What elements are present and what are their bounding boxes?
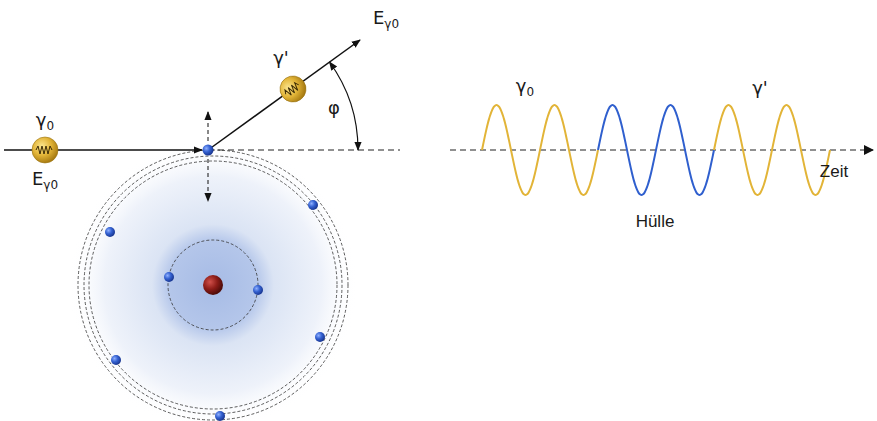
axis-arrowhead [864, 145, 874, 155]
shell-label: Hülle [636, 213, 675, 232]
photon-label: γ0 [36, 110, 54, 133]
label-subscript: 0 [47, 119, 55, 133]
oscillation-arrow [208, 159, 209, 201]
wave-segment [598, 105, 714, 195]
wave [482, 105, 830, 195]
photon-label: γ' [273, 48, 289, 68]
energy-label: Eγ0 [373, 8, 399, 31]
label-text: Hülle [636, 212, 675, 231]
wave-segment [482, 105, 598, 195]
label-text: E [32, 168, 43, 189]
angle-label: φ [328, 98, 340, 118]
atom [68, 140, 358, 421]
reference-line [208, 149, 400, 150]
label-text: Zeit [820, 162, 848, 181]
label-subscript: γ0 [43, 178, 58, 192]
label-subscript: 0 [527, 85, 535, 99]
label-text: γ' [273, 47, 289, 68]
energy-label: Eγ0 [32, 169, 58, 192]
time-axis [450, 149, 873, 150]
electron [203, 145, 214, 156]
label-text: E [373, 7, 384, 28]
label-text: γ [516, 75, 527, 96]
photon-icon [275, 71, 311, 107]
axis-label: Zeit [820, 163, 848, 182]
label-text: γ [36, 109, 47, 130]
photon-icon [32, 137, 58, 163]
label-subscript: γ0 [384, 17, 399, 31]
oscillation-arrow [208, 112, 209, 141]
photon-label: γ' [752, 78, 768, 98]
label-text: φ [328, 97, 340, 118]
scattered-ray [208, 40, 360, 150]
label-text: γ' [752, 77, 768, 98]
photon-label: γ0 [516, 76, 534, 99]
wave-segment [714, 105, 830, 195]
